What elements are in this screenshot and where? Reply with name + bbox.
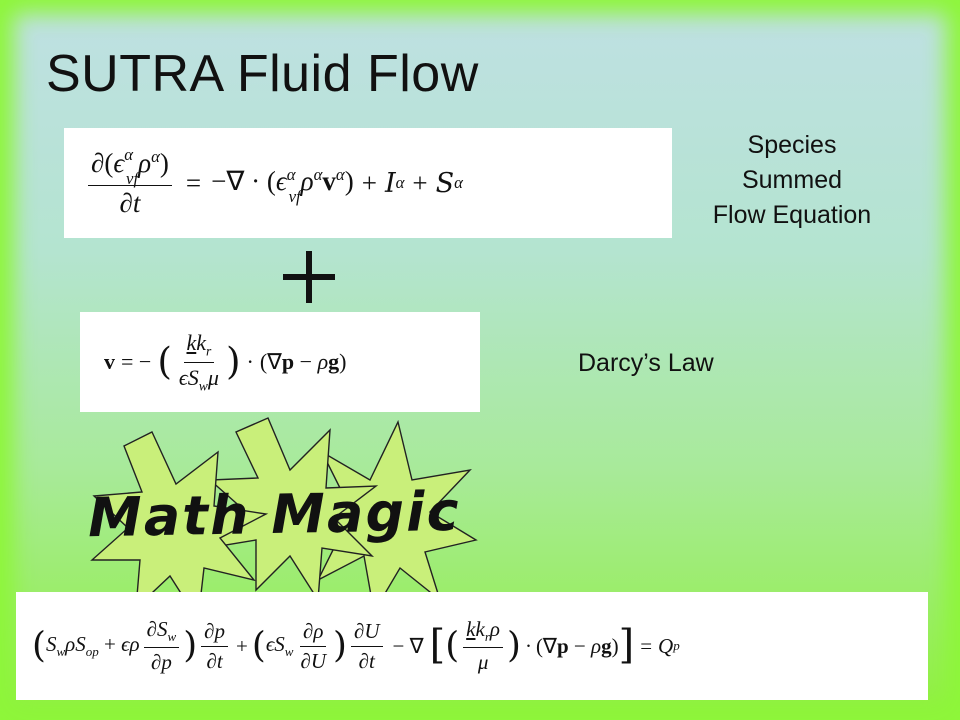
- species-summed-flow-label: Species Summed Flow Equation: [680, 128, 904, 233]
- label-species: Species: [747, 131, 837, 159]
- label-summed: Summed: [741, 166, 843, 194]
- starburst-middle: [206, 417, 379, 603]
- plus-sign: [283, 251, 335, 303]
- combined-flow-equation: ( SwρSop + ϵρ ∂Sw ∂p ) ∂p ∂t + ( ϵSw ∂ρ …: [16, 592, 928, 700]
- slide-title: SUTRA Fluid Flow: [46, 45, 479, 103]
- darcy-law-label: Darcy’s Law: [578, 349, 714, 377]
- darcy-law-equation: v= − ( kkr ϵSwμ ) · (∇p − ρg): [80, 312, 480, 412]
- label-flow-equation: Flow Equation: [712, 201, 872, 229]
- math-magic-text: Math Magic: [87, 479, 462, 550]
